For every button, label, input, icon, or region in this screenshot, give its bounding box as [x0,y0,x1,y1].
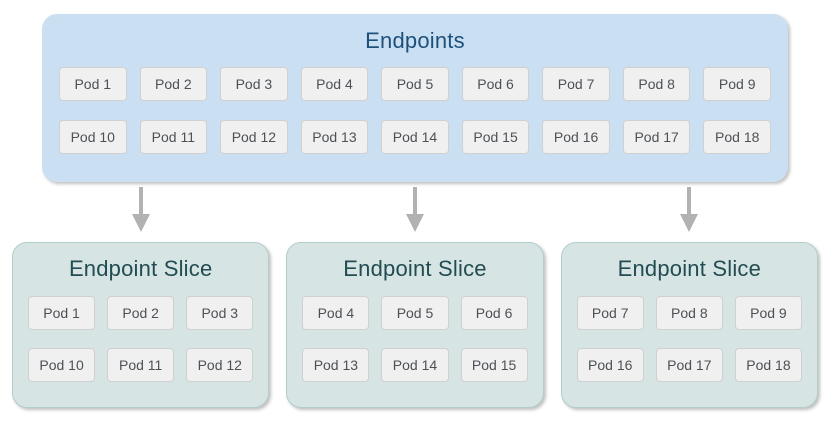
pod-chip: Pod 18 [734,348,802,382]
endpoint-slice-box-1: Endpoint Slice Pod 1 Pod 2 Pod 3 Pod 10 … [12,242,270,408]
pod-chip: Pod 17 [622,120,691,154]
slice-pod-grid: Pod 7 Pod 8 Pod 9 Pod 16 Pod 17 Pod 18 [576,296,802,382]
pod-chip: Pod 11 [107,348,175,382]
pod-chip: Pod 7 [542,67,610,101]
pod-chip: Pod 15 [461,120,530,154]
down-arrow-icon [680,187,699,232]
pod-chip: Pod 17 [655,348,723,382]
pod-chip: Pod 6 [461,67,530,101]
pod-chip: Pod 2 [139,67,208,101]
pod-chip: Pod 12 [220,120,288,154]
pod-chip: Pod 9 [734,296,802,330]
pod-chip: Pod 8 [622,67,691,101]
endpoint-slice-title: Endpoint Slice [68,256,213,281]
pod-chip: Pod 1 [59,67,127,101]
slice-pod-grid: Pod 1 Pod 2 Pod 3 Pod 10 Pod 11 Pod 12 [28,296,254,382]
pod-chip: Pod 3 [220,67,288,101]
pod-chip: Pod 14 [381,120,449,154]
pod-chip: Pod 13 [302,348,370,382]
pod-chip: Pod 13 [300,120,369,154]
pod-chip: Pod 15 [460,348,528,382]
pod-chip: Pod 4 [302,296,370,330]
down-arrow-icon [131,187,150,232]
pod-chip: Pod 7 [576,296,644,330]
pod-chip: Pod 12 [186,348,254,382]
slice-pod-grid: Pod 4 Pod 5 Pod 6 Pod 13 Pod 14 Pod 15 [302,296,528,382]
endpoints-title: Endpoints [365,28,465,53]
pod-chip: Pod 5 [381,296,449,330]
pod-chip: Pod 11 [139,120,208,154]
endpoints-box: Endpoints Pod 1 Pod 2 Pod 3 Pod 4 Pod 5 … [42,14,788,182]
endpoints-pod-grid: Pod 1 Pod 2 Pod 3 Pod 4 Pod 5 Pod 6 Pod … [59,67,771,154]
endpoint-slice-title: Endpoint Slice [343,256,487,281]
pod-chip: Pod 2 [107,296,175,330]
endpoint-slice-row: Endpoint Slice Pod 1 Pod 2 Pod 3 Pod 10 … [0,242,830,408]
pod-chip: Pod 14 [381,348,449,382]
arrow-row [0,184,830,240]
pod-chip: Pod 4 [300,67,369,101]
pod-chip: Pod 16 [576,348,644,382]
pod-chip: Pod 16 [542,120,610,154]
pod-chip: Pod 3 [186,296,254,330]
down-arrow-icon [405,187,424,232]
pod-chip: Pod 18 [703,120,771,154]
pod-chip: Pod 6 [460,296,528,330]
pod-chip: Pod 10 [28,348,96,382]
pod-chip: Pod 8 [655,296,723,330]
pod-chip: Pod 9 [703,67,771,101]
endpoint-slice-box-3: Endpoint Slice Pod 7 Pod 8 Pod 9 Pod 16 … [560,242,818,408]
endpoint-slice-box-2: Endpoint Slice Pod 4 Pod 5 Pod 6 Pod 13 … [286,242,544,408]
pod-chip: Pod 10 [59,120,127,154]
pod-chip: Pod 5 [381,67,449,101]
pod-chip: Pod 1 [28,296,96,330]
endpoint-slice-title: Endpoint Slice [617,256,762,281]
